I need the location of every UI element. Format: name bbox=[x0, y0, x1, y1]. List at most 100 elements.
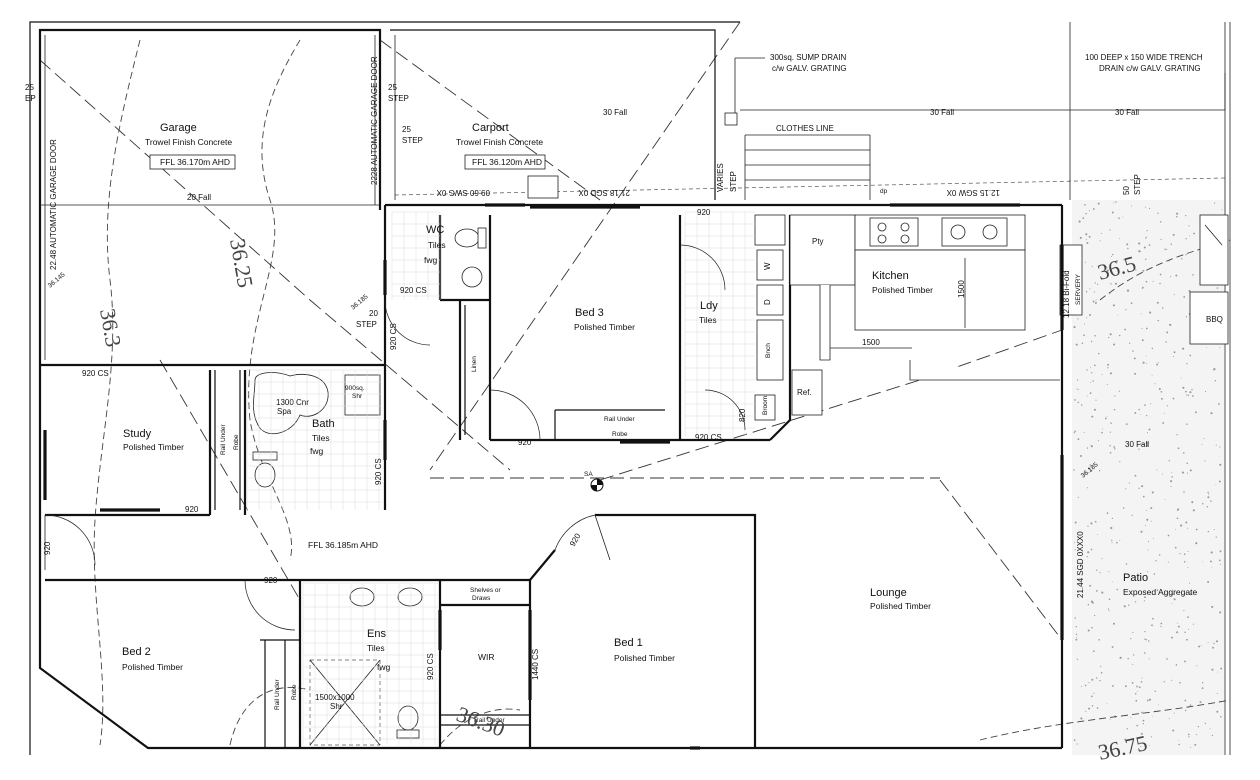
aggregate-speckle bbox=[1212, 646, 1214, 649]
aggregate-speckle bbox=[1093, 364, 1096, 367]
aggregate-speckle bbox=[1196, 665, 1198, 667]
contour-3630: 36.30 bbox=[453, 701, 508, 741]
aggregate-speckle bbox=[1141, 485, 1144, 488]
aggregate-speckle bbox=[1142, 722, 1144, 725]
aggregate-speckle bbox=[1157, 212, 1159, 214]
aggregate-speckle bbox=[1090, 695, 1093, 698]
aggregate-speckle bbox=[1186, 462, 1188, 464]
aggregate-speckle bbox=[1132, 631, 1134, 634]
carport-finish: Trowel Finish Concrete bbox=[456, 137, 543, 147]
aggregate-speckle bbox=[1174, 546, 1177, 549]
carport-name: Carport bbox=[472, 122, 509, 134]
aggregate-speckle bbox=[1146, 509, 1148, 511]
aggregate-speckle bbox=[1092, 380, 1094, 382]
aggregate-speckle bbox=[1203, 438, 1205, 439]
aggregate-speckle bbox=[1088, 235, 1091, 238]
aggregate-speckle bbox=[1109, 431, 1112, 433]
door-bed1: 920 bbox=[568, 531, 583, 548]
aggregate-speckle bbox=[1144, 596, 1146, 599]
aggregate-speckle bbox=[1160, 397, 1163, 400]
aggregate-speckle bbox=[1184, 699, 1187, 702]
aggregate-speckle bbox=[1213, 202, 1216, 204]
garage-ffl: FFL 36.170m AHD bbox=[160, 157, 230, 167]
aggregate-speckle bbox=[1087, 525, 1089, 527]
aggregate-speckle bbox=[1218, 403, 1220, 405]
aggregate-speckle bbox=[1187, 733, 1190, 736]
fall-yard-2: 30 Fall bbox=[1115, 108, 1139, 117]
aggregate-speckle bbox=[1085, 710, 1087, 712]
aggregate-speckle bbox=[1079, 236, 1082, 239]
rail-under-study: Rail Under bbox=[220, 423, 227, 455]
aggregate-speckle bbox=[1138, 448, 1140, 450]
aggregate-speckle bbox=[1145, 280, 1148, 283]
aggregate-speckle bbox=[1176, 517, 1179, 520]
garage-name: Garage bbox=[160, 122, 197, 134]
aggregate-speckle bbox=[1126, 243, 1129, 246]
aggregate-speckle bbox=[1156, 363, 1159, 366]
aggregate-speckle bbox=[1106, 269, 1109, 272]
aggregate-speckle bbox=[1184, 660, 1186, 663]
aggregate-speckle bbox=[1190, 590, 1192, 592]
aggregate-speckle bbox=[1185, 214, 1187, 217]
aggregate-speckle bbox=[1219, 550, 1222, 553]
aggregate-speckle bbox=[1111, 646, 1114, 648]
aggregate-speckle bbox=[1098, 639, 1100, 641]
step-25-b: 25 bbox=[402, 125, 411, 134]
aggregate-speckle bbox=[1219, 446, 1221, 448]
aggregate-speckle bbox=[1154, 383, 1156, 385]
aggregate-speckle bbox=[1219, 347, 1221, 349]
aggregate-speckle bbox=[1090, 444, 1092, 446]
boundary bbox=[29, 21, 1231, 755]
aggregate-speckle bbox=[1095, 299, 1097, 301]
aggregate-speckle bbox=[1085, 239, 1087, 241]
aggregate-speckle bbox=[1140, 251, 1142, 253]
aggregate-speckle bbox=[1189, 704, 1192, 706]
aggregate-speckle bbox=[1075, 638, 1078, 641]
aggregate-speckle bbox=[1208, 493, 1210, 495]
aggregate-speckle bbox=[1087, 551, 1090, 554]
rail-under-bed3: Rail Under bbox=[604, 416, 636, 423]
aggregate-speckle bbox=[1148, 698, 1152, 701]
aggregate-speckle bbox=[1198, 645, 1201, 648]
aggregate-speckle bbox=[1146, 518, 1149, 521]
aggregate-speckle bbox=[1141, 327, 1143, 330]
aggregate-speckle bbox=[1114, 282, 1117, 285]
aggregate-speckle bbox=[1094, 334, 1096, 337]
aggregate-speckle bbox=[1213, 529, 1215, 531]
aggregate-speckle bbox=[1143, 652, 1146, 654]
garage-door-right: 2228 AUTOMATIC GARAGE DOOR bbox=[370, 56, 379, 185]
aggregate-speckle bbox=[1187, 566, 1189, 568]
aggregate-speckle bbox=[1086, 555, 1088, 558]
aggregate-speckle bbox=[1077, 496, 1079, 498]
aggregate-speckle bbox=[1220, 667, 1223, 670]
aggregate-speckle bbox=[1188, 707, 1190, 709]
aggregate-speckle bbox=[1140, 530, 1143, 533]
aggregate-speckle bbox=[1172, 593, 1174, 595]
room-labels: Garage Trowel Finish Concrete FFL 36.170… bbox=[122, 122, 1197, 672]
aggregate-speckle bbox=[1092, 650, 1095, 652]
aggregate-speckle bbox=[1122, 216, 1124, 218]
aggregate-speckle bbox=[1119, 540, 1121, 541]
aggregate-speckle bbox=[1077, 536, 1079, 538]
aggregate-speckle bbox=[1187, 616, 1189, 618]
aggregate-speckle bbox=[1201, 687, 1204, 690]
aggregate-speckle bbox=[1076, 743, 1078, 745]
aggregate-speckle bbox=[1163, 412, 1165, 414]
aggregate-speckle bbox=[1204, 390, 1207, 393]
aggregate-speckle bbox=[1202, 561, 1204, 563]
aggregate-speckle bbox=[1099, 240, 1101, 242]
aggregate-speckle bbox=[1160, 390, 1163, 393]
aggregate-speckle bbox=[1109, 719, 1111, 721]
aggregate-speckle bbox=[1125, 488, 1127, 490]
aggregate-speckle bbox=[1193, 232, 1196, 235]
aggregate-speckle bbox=[1166, 331, 1169, 334]
aggregate-speckle bbox=[1188, 629, 1189, 630]
aggregate-speckle bbox=[1216, 710, 1219, 713]
aggregate-speckle bbox=[1202, 682, 1204, 684]
aggregate-speckle bbox=[1207, 530, 1209, 533]
downpipe-label: dp bbox=[880, 188, 888, 195]
aggregate-speckle bbox=[1206, 347, 1208, 348]
aggregate-speckle bbox=[1144, 206, 1146, 208]
aggregate-speckle bbox=[1136, 690, 1138, 692]
door-wir: 1440 CS bbox=[531, 649, 540, 680]
